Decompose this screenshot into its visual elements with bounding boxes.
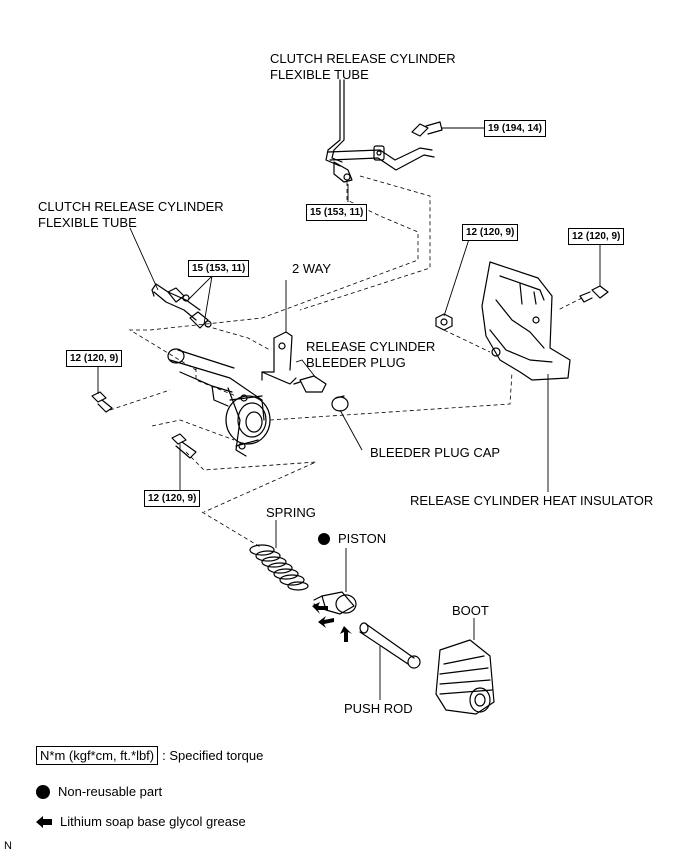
heat-insulator [481, 261, 571, 381]
piston [313, 591, 357, 615]
label-left-tube-line1: CLUTCH RELEASE CYLINDER [38, 199, 224, 214]
flexible-tube-bolt [411, 121, 443, 137]
bleeder-plug [293, 375, 327, 393]
legend-torque-box: N*m (kgf*cm, ft.*lbf) [36, 746, 159, 765]
grease-arrow-icon [36, 815, 52, 828]
label-left-tube-line2: FLEXIBLE TUBE [38, 215, 137, 230]
torque-12-cylinder-bottom-box: 12 (120, 9) [144, 490, 201, 507]
legend-grease-text: Lithium soap base glycol grease [60, 814, 246, 829]
label-bleeder-plug-line2: BLEEDER PLUG [306, 355, 406, 370]
two-way-fitting [261, 331, 297, 385]
label-bleeder-plug-line1: RELEASE CYLINDER [306, 339, 436, 354]
cylinder-bolt-bottom [171, 433, 197, 459]
legend-dot-icon [36, 784, 50, 799]
legend-nonreusable-row: Non-reusable part [36, 784, 162, 799]
legend-nonreusable-text: Non-reusable part [58, 784, 163, 799]
legend-torque-text: : Specified torque [162, 748, 264, 763]
left-flexible-tube [151, 283, 212, 329]
label-piston: PISTON [338, 531, 387, 546]
insulator-nut [435, 313, 453, 331]
label-piston-group: PISTON [318, 530, 386, 547]
label-upper-tube-line2: FLEXIBLE TUBE [270, 67, 369, 82]
label-bleeder-plug-cap: BLEEDER PLUG CAP [370, 445, 501, 460]
spring [249, 544, 309, 591]
torque-15-left-box: 15 (153, 11) [188, 260, 250, 277]
upper-flexible-tube [325, 79, 435, 183]
boot [435, 639, 495, 715]
push-rod [359, 622, 421, 669]
torque-15-upper-box: 15 (153, 11) [306, 204, 368, 221]
label-upper-tube-line1: CLUTCH RELEASE CYLINDER [270, 51, 456, 66]
torque-12-insulator-left-box: 12 (120, 9) [462, 224, 519, 241]
torque-12-cylinder-left-box: 12 (120, 9) [66, 350, 123, 367]
bleeder-cap [331, 395, 349, 412]
cylinder-bolt-left [91, 391, 113, 413]
release-cylinder-body [167, 348, 271, 457]
label-two-way: 2 WAY [292, 261, 332, 276]
grease-arrows [312, 602, 352, 642]
insulator-bolt [579, 285, 609, 303]
label-heat-insulator: RELEASE CYLINDER HEAT INSULATOR [410, 493, 654, 508]
label-push-rod: PUSH ROD [344, 701, 413, 716]
nonreusable-dot-icon [318, 532, 330, 545]
label-spring: SPRING [266, 505, 316, 520]
legend-grease-row: Lithium soap base glycol grease [36, 814, 246, 829]
corner-code: N [4, 840, 12, 852]
torque-12-insulator-right-box: 12 (120, 9) [568, 228, 625, 245]
torque-19-box: 19 (194, 14) [484, 120, 546, 137]
legend-torque-row: N*m (kgf*cm, ft.*lbf) : Specified torque [36, 746, 263, 765]
label-boot: BOOT [452, 603, 489, 618]
